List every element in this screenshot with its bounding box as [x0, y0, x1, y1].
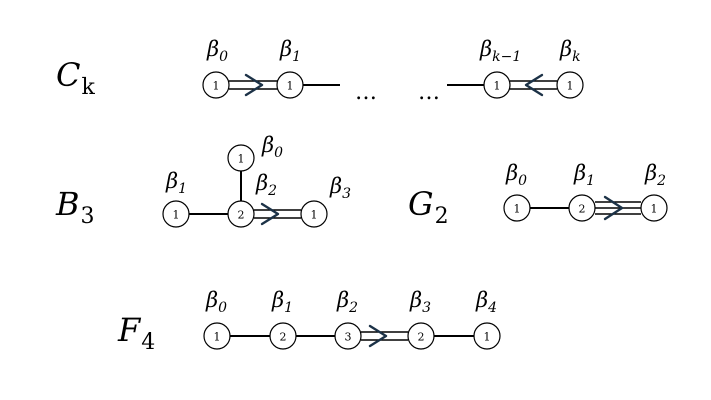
node-f4-3: 2 [407, 322, 435, 350]
node-f4-2: 3 [334, 322, 362, 350]
label-f4-1: β1 [271, 288, 293, 316]
svg-text:1: 1 [514, 203, 521, 216]
label-g2-0: β0 [505, 161, 527, 189]
label-f4-3: β3 [409, 288, 431, 316]
label-ck-0: β0 [206, 37, 228, 65]
node-ck-k: 1 [556, 71, 584, 99]
diagram-c-k: Ck … … 1 1 1 1 β0 β1 βk−1 βk [56, 37, 584, 105]
svg-text:1: 1 [238, 153, 245, 166]
node-b3-0: 1 [227, 144, 255, 172]
arrow-b3-right-icon [260, 202, 280, 226]
label-ck-km1: βk−1 [479, 37, 521, 65]
arrow-g2-right-icon [603, 195, 624, 221]
diagram-f-4: F4 1 2 3 2 1 β0 β1 β2 β3 β4 [117, 288, 501, 355]
node-g2-1: 2 [568, 194, 596, 222]
node-ck-km1: 1 [483, 71, 511, 99]
node-g2-2: 1 [640, 194, 668, 222]
svg-text:2: 2 [418, 331, 425, 344]
label-ck-1: β1 [279, 37, 301, 65]
label-b3-2: β2 [255, 171, 277, 199]
label-b3-3: β3 [329, 174, 351, 202]
node-f4-0: 1 [203, 322, 231, 350]
svg-text:3: 3 [345, 331, 352, 344]
node-ck-0: 1 [202, 71, 230, 99]
node-f4-1: 2 [269, 322, 297, 350]
diagram-name-c-k: Ck [56, 56, 95, 100]
node-b3-2: 2 [227, 200, 255, 228]
svg-text:2: 2 [579, 203, 586, 216]
label-b3-0: β0 [261, 133, 283, 161]
ellipsis-ck-right: … [418, 80, 440, 105]
diagram-g-2: G2 1 2 1 β0 β1 β2 [408, 161, 668, 229]
svg-text:1: 1 [213, 80, 220, 93]
svg-text:1: 1 [311, 209, 318, 222]
svg-text:1: 1 [494, 80, 501, 93]
diagram-b-3: B3 1 2 1 1 β1 β2 β3 β0 [55, 133, 351, 229]
label-f4-2: β2 [336, 288, 358, 316]
label-f4-4: β4 [475, 288, 497, 316]
label-ck-k: βk [559, 37, 581, 65]
node-g2-0: 1 [503, 194, 531, 222]
svg-text:1: 1 [287, 80, 294, 93]
svg-text:2: 2 [280, 331, 287, 344]
label-b3-1: β1 [165, 169, 187, 197]
arrow-ck-left-icon [524, 73, 544, 97]
node-b3-1: 1 [162, 200, 190, 228]
label-g2-1: β1 [573, 161, 595, 189]
node-f4-4: 1 [473, 322, 501, 350]
svg-text:1: 1 [484, 331, 491, 344]
svg-text:1: 1 [651, 203, 658, 216]
label-f4-0: β0 [205, 288, 227, 316]
svg-text:2: 2 [238, 209, 245, 222]
diagram-name-f-4: F4 [117, 311, 155, 355]
label-g2-2: β2 [644, 161, 666, 189]
svg-text:1: 1 [567, 80, 574, 93]
node-ck-1: 1 [276, 71, 304, 99]
ellipsis-ck-left: … [355, 80, 377, 105]
diagram-name-b-3: B3 [55, 185, 95, 229]
arrow-f4-right-icon [368, 324, 388, 348]
diagram-name-g-2: G2 [408, 185, 449, 229]
arrow-ck-right-icon [244, 73, 264, 97]
node-b3-3: 1 [300, 200, 328, 228]
svg-text:1: 1 [173, 209, 180, 222]
svg-text:1: 1 [214, 331, 221, 344]
